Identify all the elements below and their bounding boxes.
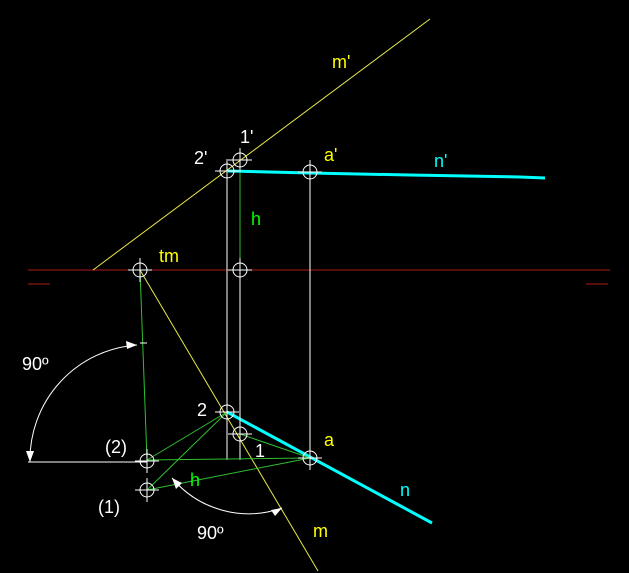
construction-1-to-a [239,433,311,459]
label-h-upper: h [251,209,261,229]
label-n-prime: n' [434,151,447,171]
construction-2paren-to-2 [146,411,228,461]
label-1: 1 [255,441,265,461]
label-2-prime: 2' [194,148,207,168]
label-angle-bottom: 90º [197,523,224,543]
label-a: a [324,430,335,450]
label-2: 2 [197,400,207,420]
marker-a-prime [298,160,322,184]
marker-tm [128,258,152,282]
angle-arrow-bottom-left [172,478,182,489]
marker-1-prime [228,148,252,172]
angle-arrow-bottom-right [271,508,282,516]
label-n: n [400,480,410,500]
label-tm: tm [159,246,179,266]
label-1-prime: 1' [240,127,253,147]
label-m: m [313,521,328,541]
line-n [226,410,433,525]
marker-h-ground [228,258,252,282]
marker-1-paren [135,478,159,502]
line-m-prime [92,18,431,271]
label-angle-left: 90º [22,354,49,374]
construction-2paren-to-a [146,457,311,461]
label-a-prime: a' [324,145,337,165]
marker-2-paren [135,449,159,473]
label-1-paren: (1) [98,497,120,517]
marker-2-prime [215,159,239,183]
angle-arc-bottom [171,477,283,515]
angle-arrow-left-bottom [26,451,34,462]
construction-tm-to-2paren [139,269,148,461]
line-m [139,269,319,572]
angle-arc-left [29,344,138,463]
construction-1paren-to-2 [146,411,228,491]
line-n-prime [227,169,546,180]
label-2-paren: (2) [105,437,127,457]
angle-arrow-left-top [126,341,137,349]
marker-1 [228,422,252,446]
marker-2 [215,400,239,424]
label-h-lower: h [190,470,200,490]
construction-1paren-to-a [146,457,311,491]
marker-a [298,446,322,470]
label-m-prime: m' [332,52,350,72]
